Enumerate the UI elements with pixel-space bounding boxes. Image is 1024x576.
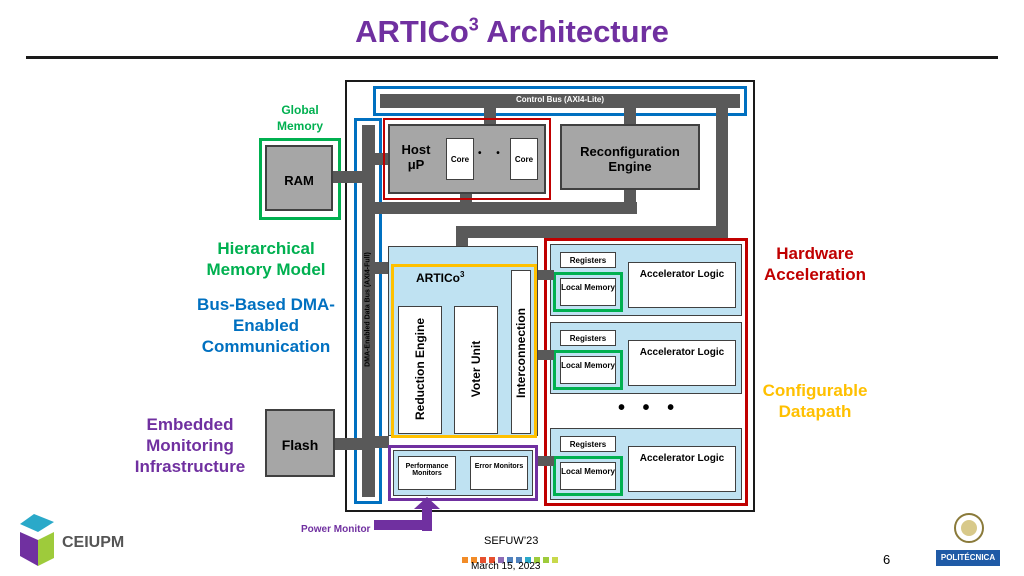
ram-block: RAM <box>265 145 333 211</box>
voter-unit <box>454 306 498 434</box>
embedded-monitoring-label: Embedded Monitoring Infrastructure <box>134 415 246 476</box>
cei-logo-text: CEIUPM <box>62 534 125 551</box>
control-drop <box>716 104 728 236</box>
configurable-datapath-label: Configurable Datapath <box>762 381 868 421</box>
registers-1: Registers <box>560 252 616 268</box>
bus-based-label: Bus-Based DMA-Enabled Communication <box>197 295 335 356</box>
voter-unit-label: Voter Unit <box>469 340 483 398</box>
hardware-acceleration-outline <box>544 238 748 506</box>
host-outline <box>383 118 551 200</box>
local-memory-2: Local Memory <box>560 356 616 384</box>
upm-logo-text: POLITÉCNICA <box>940 553 996 562</box>
data-bus-outline <box>354 118 382 504</box>
registers-2: Registers <box>560 330 616 346</box>
global-memory-label: Global Memory <box>276 103 323 133</box>
main-horizontal-bus <box>375 202 637 214</box>
chip-outline <box>345 80 755 512</box>
reduction-engine <box>398 306 442 434</box>
power-monitor-arrow <box>412 497 442 538</box>
reconfig-control-link <box>624 104 636 126</box>
accel-control-link <box>456 226 728 238</box>
host-bus-link <box>375 153 389 165</box>
artico-label: ARTICo3 <box>416 270 465 285</box>
data-bus <box>362 125 375 497</box>
hardware-acceleration-label: Hardware Acceleration <box>763 244 867 284</box>
core-ellipsis: • • • <box>478 148 525 159</box>
control-bus-outline <box>373 86 747 116</box>
reduction-engine-label: Reduction Engine <box>413 318 427 420</box>
event-label: SEFUW’23 <box>484 535 539 547</box>
accelerator-logic-1: Accelerator Logic <box>628 262 736 308</box>
upm-logo-bar <box>936 550 1000 566</box>
control-bus <box>380 94 740 108</box>
artico-bus-link-1 <box>375 262 389 274</box>
interconnection <box>511 270 531 434</box>
artico-bus-link-2 <box>375 436 389 448</box>
accelerator-3-link <box>538 456 554 466</box>
accelerator-ellipsis: • • • <box>618 397 681 419</box>
local-memory-3: Local Memory <box>560 462 616 490</box>
error-monitors: Error Monitors <box>470 456 528 490</box>
interconnection-label: Interconnection <box>514 308 528 399</box>
host-label: Host μP <box>401 142 431 172</box>
accelerator-logic-2: Accelerator Logic <box>628 340 736 386</box>
monitors-outline <box>388 445 538 501</box>
ram-bus-link <box>333 171 363 183</box>
accelerator-2-link <box>538 350 554 360</box>
core-block-2: Core <box>510 138 538 180</box>
slide-title: ARTICo3 Architecture <box>355 14 669 49</box>
title-rule <box>26 56 998 59</box>
local-memory-outline-2 <box>553 350 623 390</box>
local-memory-outline-1 <box>553 272 623 312</box>
artico-datapath-outline <box>391 264 537 438</box>
accelerator-logic-3: Accelerator Logic <box>628 446 736 492</box>
accelerator-1-link <box>538 270 554 280</box>
page-number: 6 <box>883 552 891 567</box>
control-bus-label: Control Bus (AXI4-Lite) <box>516 95 604 104</box>
reconfig-down-link <box>624 188 636 212</box>
hierarchical-memory-label: Hierarchical Memory Model <box>206 239 326 279</box>
cei-logo-mark <box>20 514 54 571</box>
event-date: March 15, 2023 <box>471 561 541 572</box>
performance-monitors: Performance Monitors <box>398 456 456 490</box>
host-block: Host μP Core • • • Core <box>388 124 546 194</box>
data-bus-label: DMA-Enabled Data Bus (AXI4-Full) <box>364 252 372 367</box>
core-block-1: Core <box>446 138 474 180</box>
power-monitor-connector <box>374 520 426 530</box>
registers-3: Registers <box>560 436 616 452</box>
local-memory-outline-3 <box>553 456 623 496</box>
flash-bus-link <box>335 438 363 450</box>
artico-control-link <box>456 226 468 248</box>
color-strip <box>462 550 566 568</box>
power-monitor-label: Power Monitor <box>301 524 371 535</box>
upm-seal <box>953 512 985 553</box>
flash-block: Flash <box>265 409 335 477</box>
local-memory-1: Local Memory <box>560 278 616 306</box>
reconfiguration-engine: Reconfiguration Engine <box>560 124 700 190</box>
